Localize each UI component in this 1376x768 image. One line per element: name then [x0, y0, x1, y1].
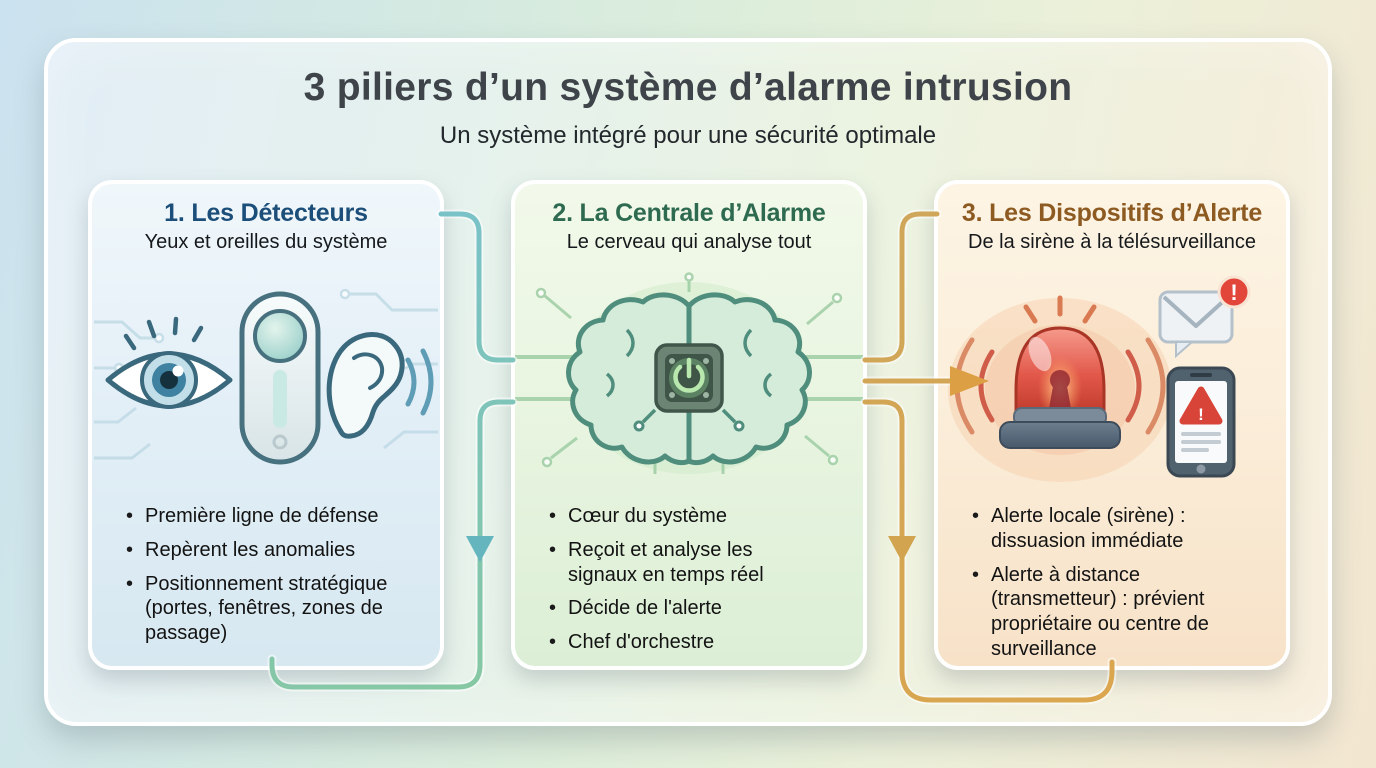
card-bullet-list: • Première ligne de défense • Repèrent les …	[126, 504, 402, 655]
alert-badge-icon: !	[1217, 275, 1251, 309]
bullet-text: Reçoit et analyse les signaux en temps r…	[568, 538, 764, 586]
bullet-item: • Reçoit et analyse les signaux en temps …	[549, 538, 801, 588]
card-dispositifs: 3. Les Dispositifs d’Alerte De la sirène…	[934, 180, 1290, 670]
sound-waves-icon	[405, 348, 434, 416]
smartphone-icon: !	[1166, 366, 1236, 478]
bullet-dot: •	[126, 538, 134, 561]
bullet-text: Cœur du système	[568, 505, 727, 527]
bullet-text: Repèrent les anomalies	[145, 538, 356, 561]
power-icon	[673, 357, 705, 393]
bullet-dot: •	[549, 631, 557, 654]
brain-icon	[566, 292, 812, 466]
card-detecteurs: 1. Les Détecteurs Yeux et oreilles du sy…	[88, 180, 444, 670]
bullet-text: Première ligne de défense	[145, 505, 379, 527]
card-tagline: De la sirène à la télésurveillance	[968, 230, 1256, 253]
page-title: 3 piliers d’un système d’alarme intrusio…	[303, 66, 1073, 109]
card-bullet-list: • Cœur du système • Reçoit et analyse les s…	[549, 504, 801, 664]
bullet-text: Décide de l'alerte	[568, 597, 722, 620]
bullet-text: Positionnement stratégique (portes, fenê…	[145, 572, 388, 645]
envelope-icon: !	[1158, 275, 1251, 359]
card-tagline: Le cerveau qui analyse tout	[566, 230, 812, 253]
bullet-item: • Alerte locale (sirène) : dissuasion imm…	[972, 504, 1230, 554]
bullet-item: • Décide de l'alerte	[549, 596, 801, 621]
ear-icon	[326, 332, 405, 439]
bullet-dot: •	[126, 505, 134, 527]
bullet-item: • Première ligne de défense	[126, 504, 402, 529]
eye-icon	[105, 316, 233, 409]
card-tagline: Yeux et oreilles du système	[144, 230, 388, 253]
svg-text:!: !	[1230, 280, 1237, 305]
bullet-dot: •	[126, 572, 134, 595]
bullet-dot: •	[972, 505, 980, 527]
central-unit-illustration	[515, 272, 863, 484]
card-title: 1. Les Détecteurs	[164, 199, 368, 227]
motion-sensor-icon	[239, 291, 321, 465]
bullet-item: • Cœur du système	[549, 504, 801, 529]
bullet-dot: •	[972, 563, 980, 586]
card-bullet-list: • Alerte locale (sirène) : dissuasion imm…	[972, 504, 1230, 671]
bullet-item: • Chef d'orchestre	[549, 630, 801, 655]
warning-triangle-icon: !	[1179, 386, 1223, 425]
detectors-illustration	[92, 272, 440, 484]
alert-devices-illustration: ! !	[938, 272, 1286, 484]
bullet-text: Chef d'orchestre	[568, 631, 715, 654]
bullet-dot: •	[549, 505, 557, 527]
bullet-text: Alerte locale (sirène) : dissuasion immé…	[991, 505, 1186, 552]
chip-icon	[654, 343, 724, 413]
bullet-item: • Alerte à distance (transmetteur) : prév…	[972, 563, 1230, 662]
card-title: 2. La Centrale d’Alarme	[552, 199, 826, 227]
bullet-item: • Repèrent les anomalies	[126, 538, 402, 563]
bullet-dot: •	[549, 538, 557, 561]
bullet-item: • Positionnement stratégique (portes, fen…	[126, 572, 402, 646]
bullet-text: Alerte à distance (transmetteur) : prévi…	[991, 563, 1209, 660]
card-title: 3. Les Dispositifs d’Alerte	[961, 199, 1263, 227]
card-centrale: 2. La Centrale d’Alarme Le cerveau qui a…	[511, 180, 867, 670]
svg-text:!: !	[1198, 405, 1204, 424]
bullet-dot: •	[549, 597, 557, 620]
page-subtitle: Un système intégré pour une sécurité opt…	[439, 122, 937, 149]
